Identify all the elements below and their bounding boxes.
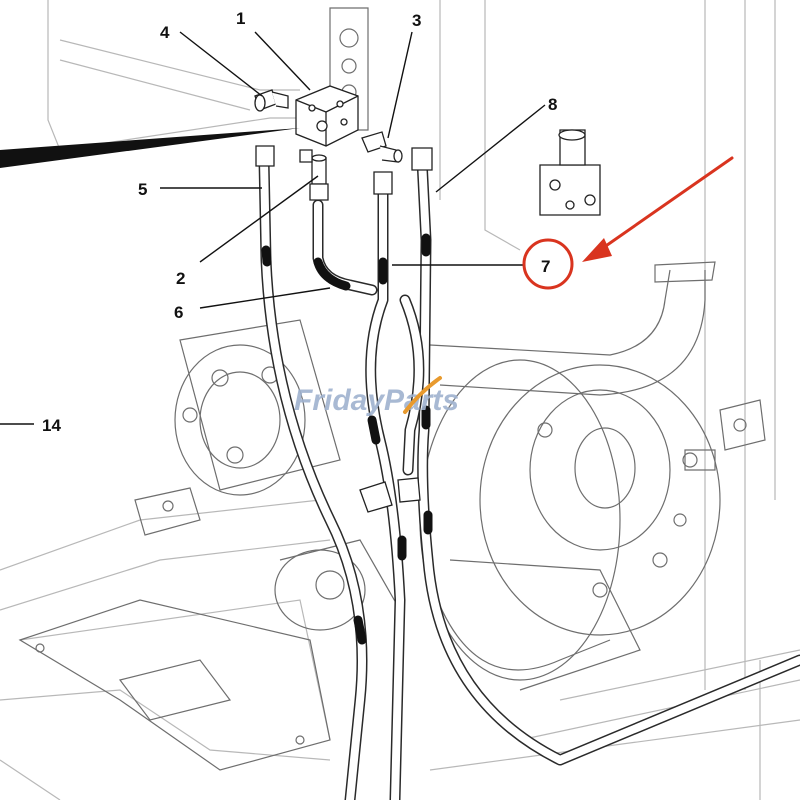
valve-block-right <box>539 129 601 216</box>
straight-fitting-2 <box>309 154 329 201</box>
pump-housing-assembly <box>174 261 766 691</box>
elbow-fitting-4 <box>254 89 289 112</box>
watermark-text: FridayParts <box>294 384 459 417</box>
callout-3: 3 <box>412 11 421 30</box>
callout-6: 6 <box>174 303 183 322</box>
hydraulic-hoses <box>258 154 800 800</box>
callout-5: 5 <box>138 180 147 199</box>
pointer-arrow-left <box>0 128 300 168</box>
callout-7: 7 <box>541 257 550 276</box>
callout-2: 2 <box>176 269 185 288</box>
watermark-swoosh <box>403 376 442 414</box>
callout-8: 8 <box>548 95 557 114</box>
callout-leaders <box>0 31 546 425</box>
callout-4: 4 <box>160 23 170 42</box>
callout-labels: 1 2 3 4 5 6 7 8 14 <box>42 9 557 435</box>
callout-1: 1 <box>236 9 245 28</box>
elbow-fitting-3 <box>361 131 403 163</box>
highlight-marker <box>522 156 734 290</box>
highlight-circle <box>522 238 574 290</box>
manifold-block <box>295 85 359 147</box>
highlight-arrow-shaft <box>598 156 734 252</box>
callout-14: 14 <box>42 416 61 435</box>
highlight-arrow-head <box>582 238 612 262</box>
hose-end-fittings <box>255 145 433 513</box>
